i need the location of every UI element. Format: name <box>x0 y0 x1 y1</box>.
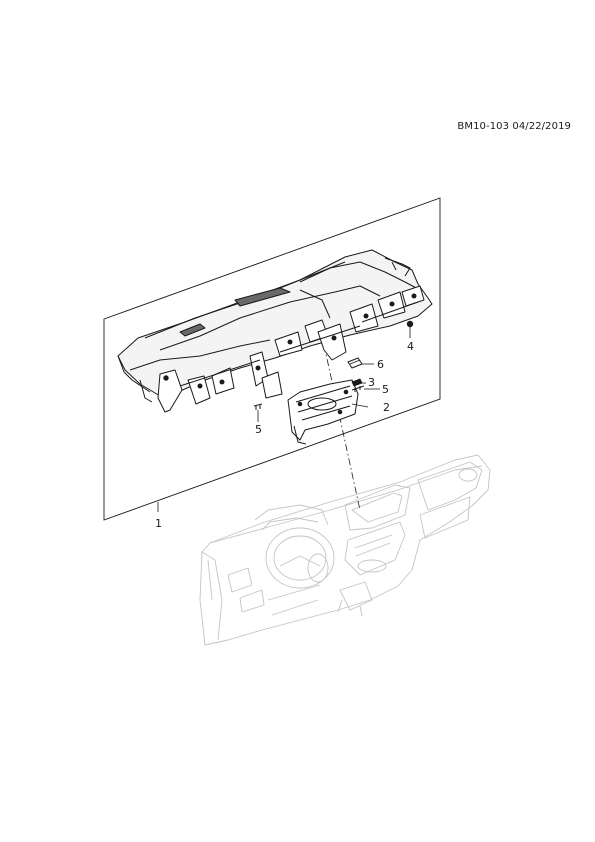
knob-part-4 <box>406 320 414 328</box>
alignment-centerline <box>323 344 361 511</box>
fastener-part-5-left <box>253 403 263 410</box>
instrument-panel-illustration <box>117 249 433 413</box>
callout-1: 1 <box>155 517 162 530</box>
callout-3: 3 <box>368 376 375 389</box>
callout-2: 2 <box>383 401 390 414</box>
clip-part-6 <box>347 357 363 369</box>
callout-4: 4 <box>407 340 414 353</box>
callout-5b: 5 <box>382 383 389 396</box>
center-bracket-illustration <box>287 379 359 445</box>
callout-leader-lines <box>157 327 411 512</box>
document-id: BM10-103 04/22/2019 <box>457 121 571 132</box>
ghost-dashboard-illustration <box>199 454 491 646</box>
assembly-boundary-frame <box>103 197 441 521</box>
fastener-part-5-right <box>351 385 365 392</box>
callout-5a: 5 <box>255 423 262 436</box>
clip-part-3 <box>351 378 363 387</box>
callout-6: 6 <box>377 358 384 371</box>
